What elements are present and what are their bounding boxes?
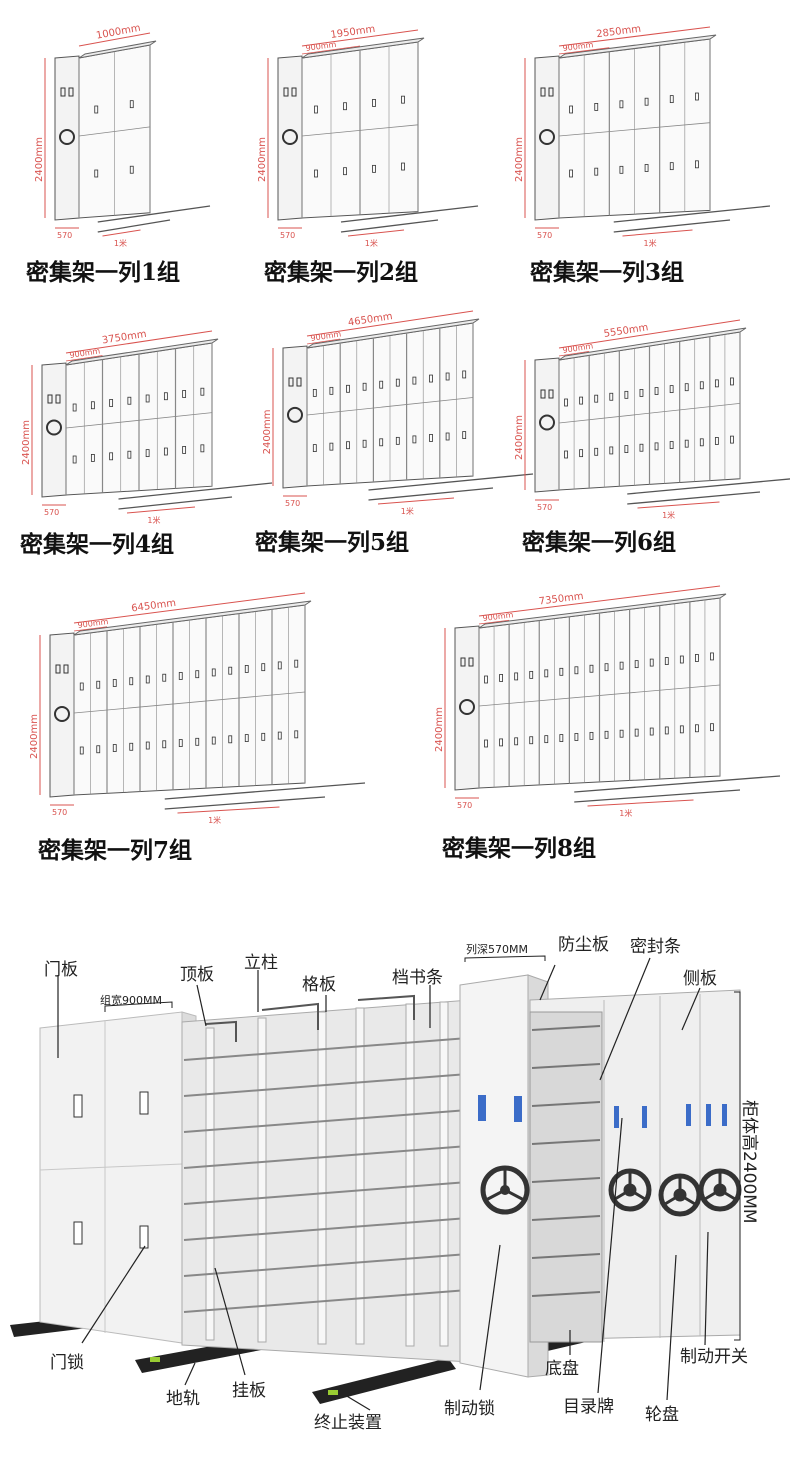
height-dimension: 2400mm bbox=[257, 137, 268, 182]
depth-dimension: 570 bbox=[280, 231, 295, 240]
height-dimension: 2400mm bbox=[262, 409, 273, 454]
variant-caption: 密集架一列1组 bbox=[26, 259, 180, 286]
variant-caption: 密集架一列7组 bbox=[38, 837, 192, 864]
label-directory-plate: 目录牌 bbox=[563, 1397, 614, 1417]
rail-dimension: 1米 bbox=[208, 815, 221, 825]
width-dimension: 7350mm bbox=[538, 591, 584, 607]
height-dimension: 2400mm bbox=[514, 415, 525, 460]
section-width-dimension: 900mm bbox=[77, 617, 109, 630]
label-stop-device: 终止装置 bbox=[314, 1413, 382, 1433]
hand-wheel-icon bbox=[608, 1168, 652, 1212]
section-width-dimension: 900mm bbox=[482, 610, 514, 623]
hand-wheel-icon bbox=[698, 1168, 742, 1212]
variant-caption: 密集架一列6组 bbox=[522, 529, 676, 556]
label-group-width: 组宽900MM bbox=[100, 993, 162, 1007]
rail-dimension: 1米 bbox=[662, 510, 675, 520]
depth-dimension: 570 bbox=[285, 499, 300, 508]
variant-caption: 密集架一列2组 bbox=[264, 259, 418, 286]
rail-dimension: 1米 bbox=[619, 808, 632, 818]
depth-dimension: 570 bbox=[537, 503, 552, 512]
moving-cabinets-rear bbox=[529, 989, 742, 1343]
height-dimension: 2400mm bbox=[514, 137, 525, 182]
label-hand-wheel: 轮盘 bbox=[645, 1405, 679, 1425]
label-brake-switch: 制动开关 bbox=[680, 1347, 748, 1367]
label-column-depth: 列深570MM bbox=[466, 942, 528, 956]
wheel-icon bbox=[54, 706, 70, 722]
height-dimension: 2400mm bbox=[21, 420, 32, 465]
depth-dimension: 570 bbox=[44, 508, 59, 517]
wheel-icon bbox=[46, 419, 62, 436]
label-base-tray: 底盘 bbox=[545, 1359, 579, 1379]
section-width-dimension: 900mm bbox=[305, 40, 337, 53]
label-door-panel: 门板 bbox=[44, 960, 78, 980]
label-door-lock: 门锁 bbox=[50, 1353, 84, 1373]
cabinet-detail-illustration: 门板 顶板 立柱 格板 档书条 防尘板 密封条 侧板 组宽900MM 列深570… bbox=[10, 935, 759, 1433]
depth-dimension: 570 bbox=[57, 231, 72, 240]
wheel-icon bbox=[459, 699, 475, 715]
section-width-dimension: 900mm bbox=[562, 40, 594, 53]
rail-dimension: 1米 bbox=[644, 238, 657, 248]
label-shelf: 格板 bbox=[302, 975, 336, 995]
rail-dimension: 1米 bbox=[365, 238, 378, 248]
width-dimension: 1950mm bbox=[330, 24, 376, 41]
width-dimension: 6450mm bbox=[131, 598, 177, 615]
height-dimension: 2400mm bbox=[434, 707, 445, 752]
rail-dimension: 1米 bbox=[401, 506, 414, 516]
height-dimension: 2400mm bbox=[34, 137, 45, 182]
rail-dimension: 1米 bbox=[147, 515, 160, 525]
label-seal-strip: 密封条 bbox=[630, 937, 681, 957]
door-cabinet bbox=[39, 1011, 197, 1346]
open-shelving bbox=[181, 994, 471, 1363]
label-ground-rail: 地轨 bbox=[166, 1389, 200, 1409]
variant-caption: 密集架一列4组 bbox=[20, 531, 174, 558]
width-dimension: 2850mm bbox=[596, 24, 642, 41]
label-cabinet-height: 柜体高2400MM bbox=[739, 1100, 759, 1224]
variant-caption: 密集架一列5组 bbox=[255, 529, 409, 556]
depth-dimension: 570 bbox=[52, 808, 67, 817]
wheel-icon bbox=[539, 129, 555, 145]
label-column: 立柱 bbox=[244, 953, 278, 973]
label-top-panel: 顶板 bbox=[180, 965, 214, 985]
wheel-icon bbox=[287, 406, 303, 423]
label-hanging-board: 挂板 bbox=[232, 1381, 266, 1401]
hand-wheel-icon bbox=[658, 1173, 702, 1217]
height-dimension: 2400mm bbox=[29, 714, 40, 759]
variant-grid: 2400mm1000mm5701米密集架一列1组2400mm1950mm900m… bbox=[20, 23, 790, 864]
variant-caption: 密集架一列8组 bbox=[442, 835, 596, 862]
label-brake-lock: 制动锁 bbox=[444, 1399, 495, 1419]
variant-caption: 密集架一列3组 bbox=[530, 259, 684, 286]
label-file-bar: 档书条 bbox=[392, 968, 443, 988]
depth-dimension: 570 bbox=[457, 801, 472, 810]
rail-dimension: 1米 bbox=[114, 238, 127, 248]
label-side-panel: 侧板 bbox=[683, 969, 717, 989]
depth-dimension: 570 bbox=[537, 231, 552, 240]
label-dust-board: 防尘板 bbox=[558, 935, 609, 955]
wheel-icon bbox=[539, 414, 555, 431]
wheel-icon bbox=[59, 129, 75, 145]
wheel-icon bbox=[282, 129, 298, 145]
